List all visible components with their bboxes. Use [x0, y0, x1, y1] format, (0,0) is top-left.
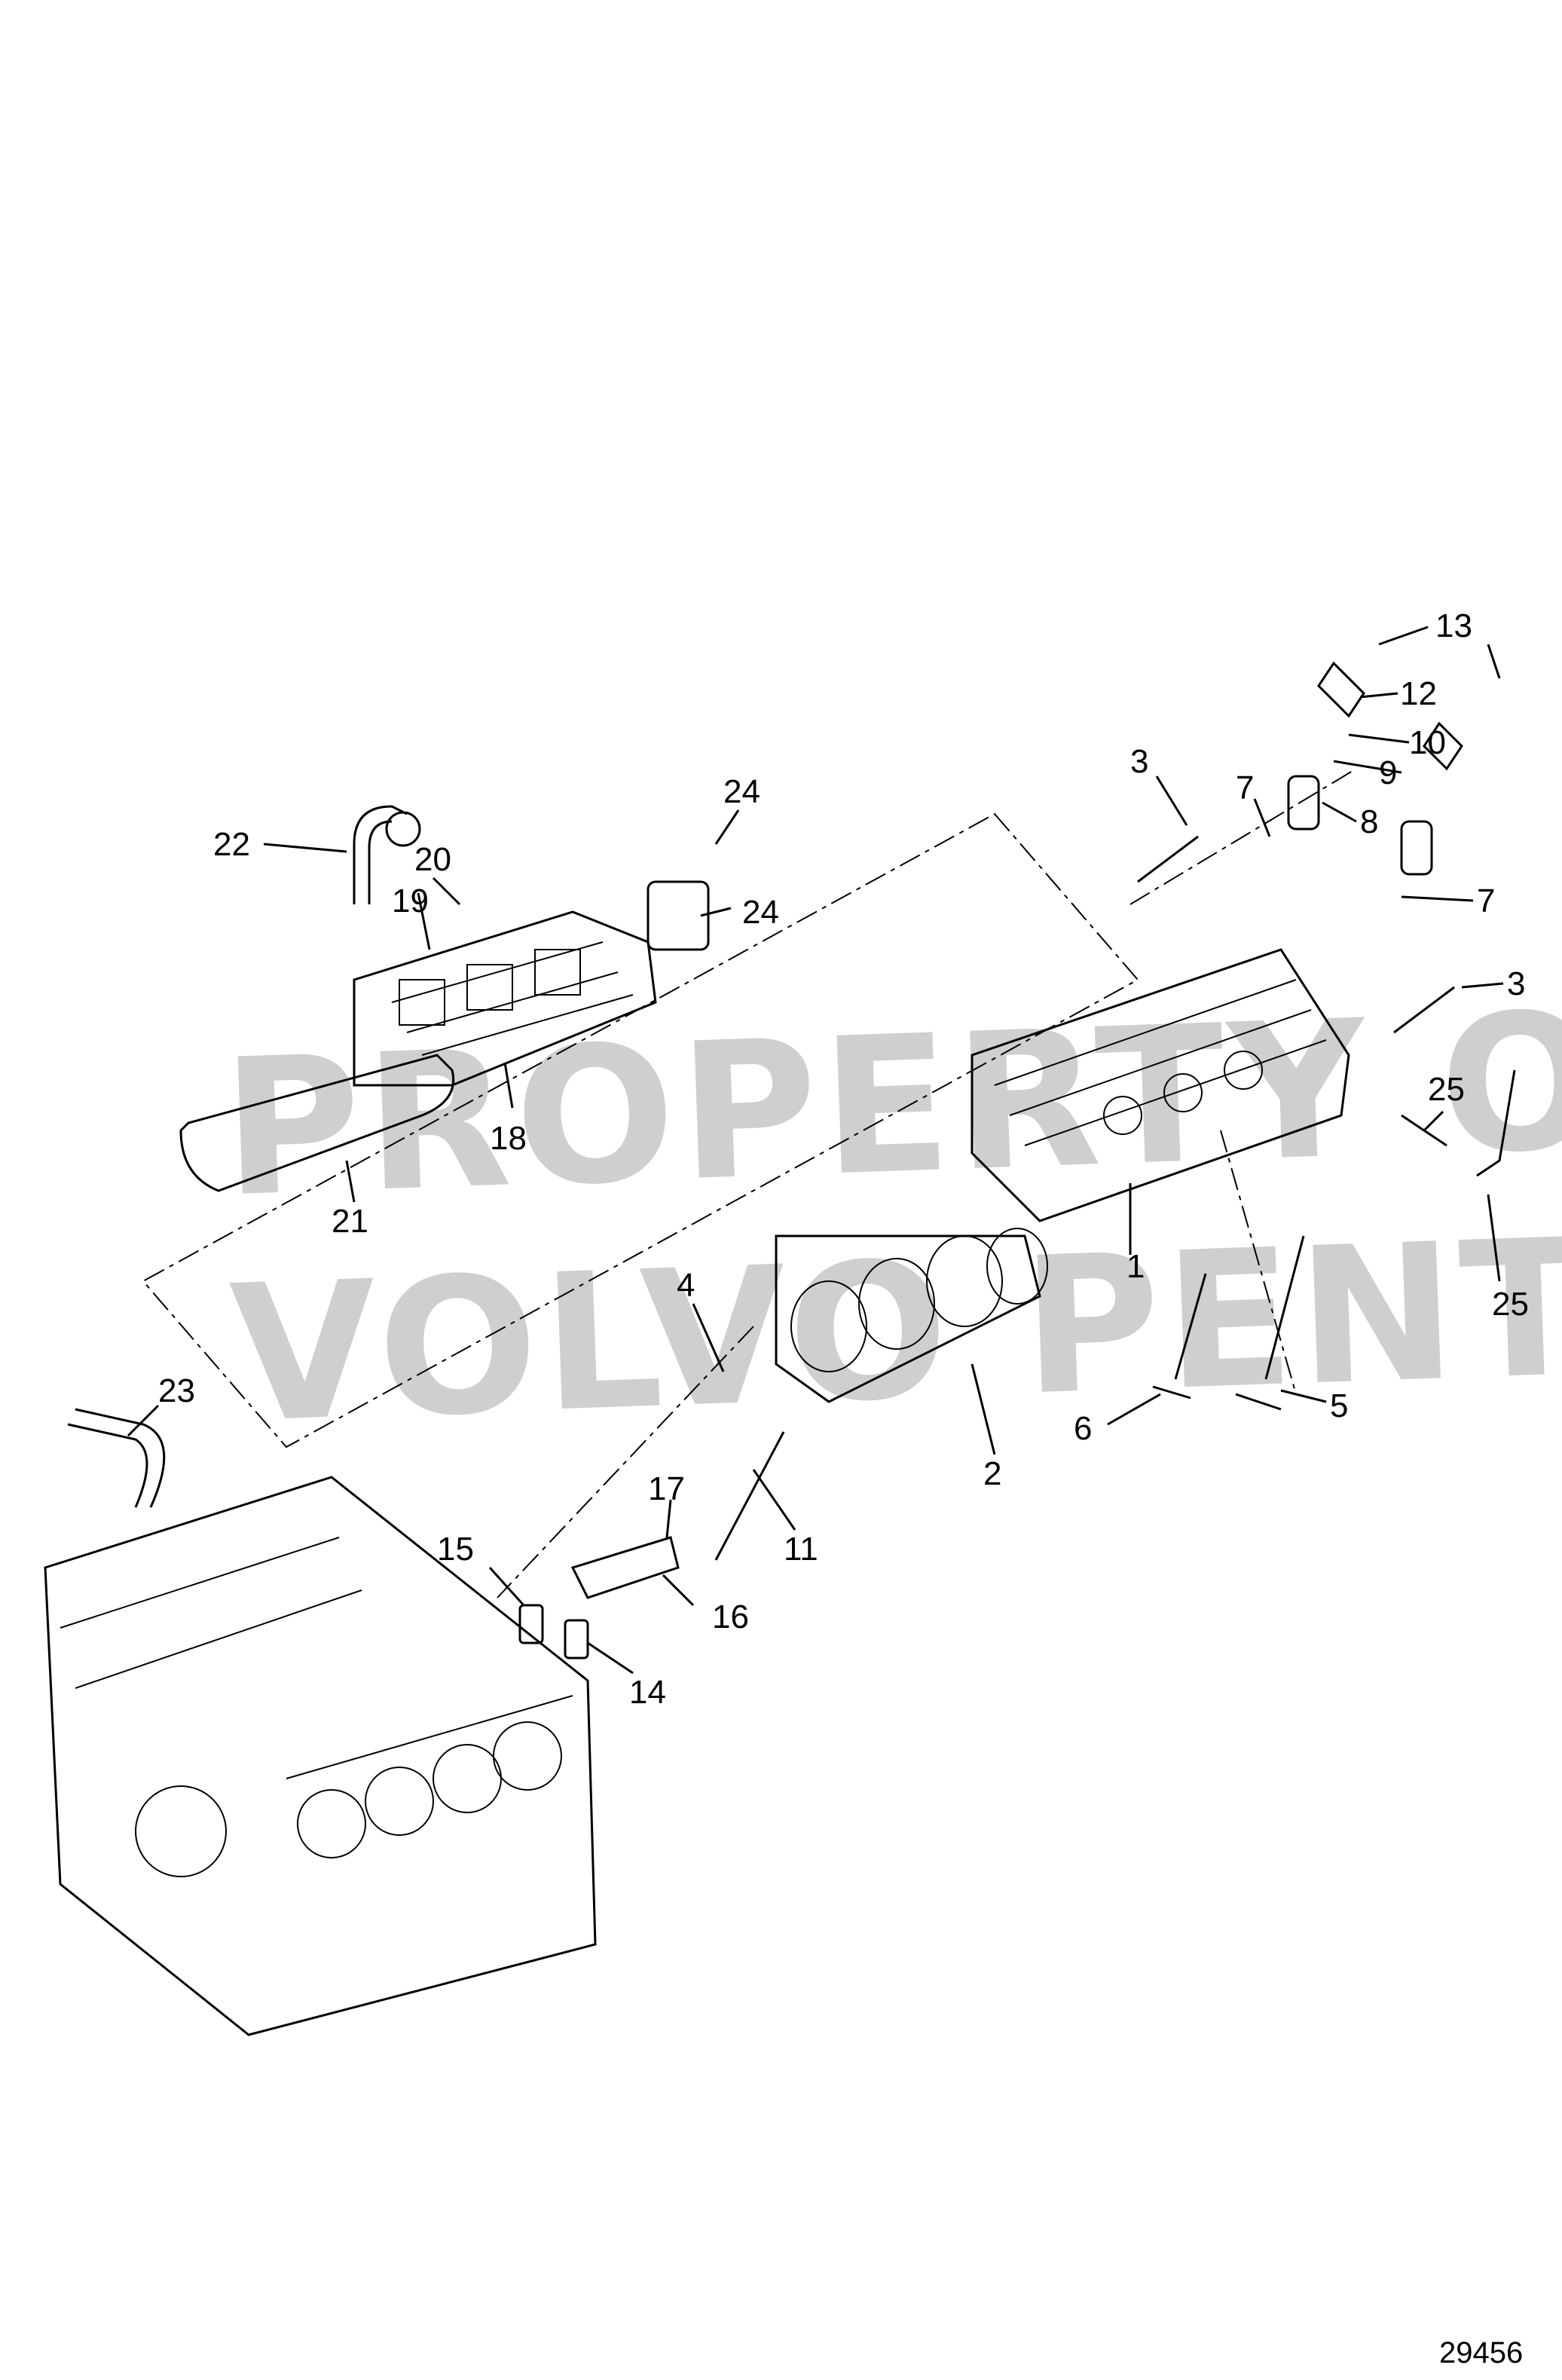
callout-7-top: 7 — [1236, 769, 1254, 806]
figure-number: 29456 — [1439, 2336, 1523, 2369]
callout-25-bottom: 25 — [1492, 1286, 1529, 1323]
callout-23: 23 — [158, 1372, 195, 1409]
rocker-arm-part-a — [1317, 661, 1365, 718]
callout-20: 20 — [414, 841, 451, 878]
callout-9: 9 — [1379, 754, 1397, 791]
watermark-line-1: PROPERTY OF — [219, 966, 1562, 1238]
sensor-connector-part — [1476, 1069, 1516, 1177]
callout-13: 13 — [1435, 607, 1472, 644]
callout-11: 11 — [784, 1531, 818, 1568]
callout-24-top: 24 — [723, 773, 760, 810]
callout-5: 5 — [1330, 1387, 1348, 1424]
callout-4: 4 — [677, 1267, 695, 1304]
valve-part-5 — [1235, 1235, 1305, 1411]
callout-12: 12 — [1400, 675, 1437, 712]
valve-cover-part — [353, 910, 657, 1087]
callout-1: 1 — [1126, 1248, 1145, 1285]
assembly-guide-lines — [142, 768, 1357, 1598]
guide-line-head-to-block — [497, 1326, 754, 1598]
callout-10: 10 — [1409, 724, 1446, 761]
valve-cover-outline-box — [142, 812, 1139, 1448]
callout-25-top: 25 — [1428, 1071, 1465, 1108]
valve-spring-part-a — [1287, 775, 1320, 831]
valve-cover-gasket-part — [179, 1054, 455, 1192]
rocker-arm-part-b — [1423, 721, 1463, 771]
callout-21: 21 — [332, 1203, 368, 1240]
guide-line-rocker — [1129, 768, 1357, 905]
callout-3-top: 3 — [1130, 743, 1148, 780]
callout-15: 15 — [437, 1531, 474, 1568]
head-bolt-part-b — [1393, 986, 1455, 1034]
valve-spring-part-b — [1400, 820, 1433, 876]
callout-6: 6 — [1074, 1410, 1092, 1447]
head-gasket-part — [775, 1228, 1048, 1403]
guide-line-valve — [1220, 1130, 1297, 1395]
watermark-line-2: VOLVO PENTA — [227, 1193, 1562, 1464]
pushrod-part — [714, 1431, 785, 1561]
lower-breather-tube-part — [67, 1408, 166, 1508]
cylinder-head-part — [971, 948, 1350, 1222]
engine-block-part — [44, 1476, 597, 2036]
callout-8: 8 — [1360, 803, 1378, 840]
head-bolt-part-a — [1137, 835, 1199, 883]
valve-part-6 — [1152, 1273, 1207, 1400]
leader-lines — [127, 626, 1504, 1675]
lifter-guide-part — [570, 1536, 680, 1599]
callout-22: 22 — [213, 826, 250, 863]
callout-7-right: 7 — [1477, 883, 1495, 919]
callout-24-right: 24 — [742, 894, 779, 931]
sensor-part — [647, 880, 710, 951]
callout-labels: 13 12 10 9 8 7 7 3 3 25 25 1 2 5 6 4 11 … — [158, 607, 1529, 1711]
callout-2: 2 — [983, 1455, 1001, 1492]
callout-19: 19 — [392, 883, 429, 919]
callout-14: 14 — [629, 1674, 666, 1711]
callout-16: 16 — [712, 1598, 749, 1635]
callout-18: 18 — [490, 1120, 527, 1157]
lifter-part-15 — [518, 1604, 544, 1644]
callout-17: 17 — [648, 1470, 685, 1507]
lifter-part-14 — [564, 1619, 589, 1660]
callout-3-right: 3 — [1507, 965, 1525, 1002]
watermark: PROPERTY OF VOLVO PENTA — [219, 966, 1562, 1464]
